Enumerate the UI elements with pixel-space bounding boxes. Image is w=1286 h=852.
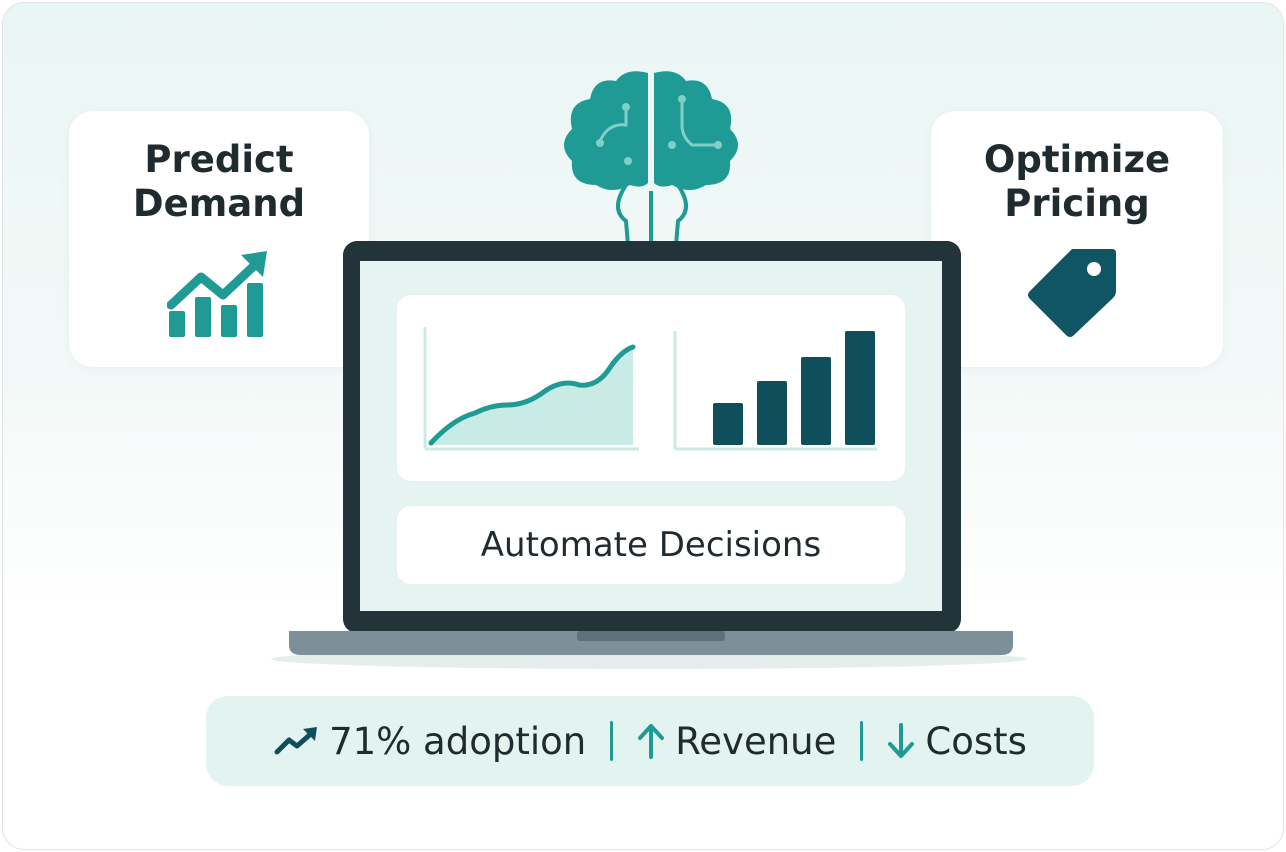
stat-costs-label: Costs — [925, 719, 1027, 763]
optimize-pricing-title-line1: Optimize — [983, 138, 1171, 181]
stats-divider — [860, 721, 864, 761]
automate-decisions-panel: Automate Decisions — [397, 506, 905, 584]
brain-circuit-icon — [564, 71, 738, 246]
predict-demand-title: Predict Demand — [69, 138, 369, 226]
bar-chart — [673, 331, 877, 451]
optimize-pricing-card: Optimize Pricing — [931, 111, 1223, 367]
automate-decisions-label: Automate Decisions — [480, 525, 822, 565]
arrow-up-icon — [638, 724, 665, 759]
bar-1 — [713, 403, 743, 445]
optimize-pricing-title-line2: Pricing — [1004, 182, 1150, 225]
price-tag-icon — [1028, 249, 1116, 337]
predict-demand-card: Predict Demand — [69, 111, 369, 367]
screen-charts — [423, 327, 877, 451]
stat-adoption: 71% adoption — [273, 720, 586, 763]
stat-adoption-label: 71% adoption — [329, 719, 587, 763]
arrow-down-icon — [888, 723, 915, 758]
stat-costs: Costs — [887, 720, 1027, 763]
stats-divider — [610, 721, 614, 761]
stats-bar: 71% adoption Revenue Costs — [206, 696, 1094, 786]
optimize-pricing-title: Optimize Pricing — [931, 138, 1223, 226]
bar-4 — [845, 331, 875, 445]
trending-bar-chart-icon — [167, 251, 267, 337]
predict-demand-title-line2: Demand — [132, 182, 306, 225]
bar-2 — [757, 381, 787, 445]
trending-up-icon — [274, 727, 318, 755]
stat-revenue-label: Revenue — [675, 719, 837, 763]
predict-demand-title-line1: Predict — [144, 138, 294, 181]
bar-3 — [801, 357, 831, 445]
area-chart — [423, 327, 639, 451]
stat-revenue: Revenue — [637, 720, 836, 763]
